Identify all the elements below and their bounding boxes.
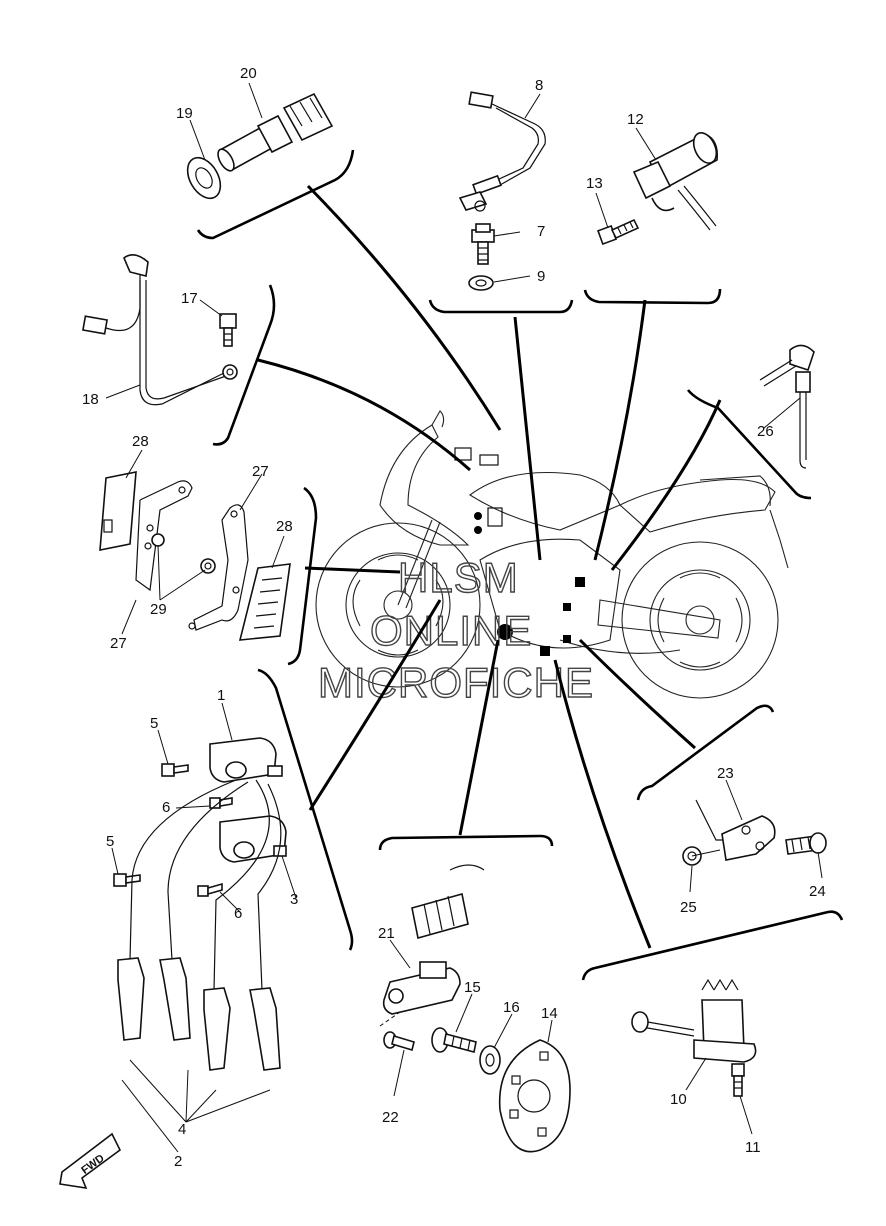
callout-13: 13 (586, 175, 603, 192)
part-coil-3 (219, 815, 287, 863)
part-bolt-11 (731, 1063, 745, 1097)
part-sensor-26 (759, 344, 815, 469)
watermark-line3: MICROFICHE (318, 659, 594, 706)
leader-lines (105, 82, 823, 1153)
part-plug-leads-2-4 (117, 779, 282, 1071)
part-pickup-21 (382, 864, 485, 1015)
callout-26: 26 (757, 423, 774, 440)
callout-22: 22 (382, 1109, 399, 1126)
callout-19: 19 (176, 105, 193, 122)
callout-4: 4 (178, 1121, 186, 1138)
watermark-line2: ONLINE (370, 607, 532, 654)
callout-27-bottom: 27 (110, 635, 127, 652)
motorcycle-outline (315, 410, 789, 699)
callout-15: 15 (464, 979, 481, 996)
callout-23: 23 (717, 765, 734, 782)
callout-14: 14 (541, 1005, 558, 1022)
callout-1: 1 (217, 687, 225, 704)
callout-27-top: 27 (252, 463, 269, 480)
callout-16: 16 (503, 999, 520, 1016)
callout-20: 20 (240, 65, 257, 82)
callout-labels: 20 19 8 7 9 12 13 17 18 26 28 27 28 29 2… (82, 65, 826, 1170)
callout-5-bottom: 5 (106, 833, 114, 850)
watermark-line1: HLSM (398, 554, 519, 601)
callout-25: 25 (680, 899, 697, 916)
callout-9: 9 (537, 268, 545, 285)
callout-18: 18 (82, 391, 99, 408)
callout-28-left: 28 (132, 433, 149, 450)
callout-lines (257, 184, 722, 949)
part-rotor-14 (498, 1039, 571, 1153)
callout-7: 7 (537, 223, 545, 240)
part-sensor-23 (695, 799, 776, 861)
part-sensor-10 (631, 978, 757, 1063)
callout-2: 2 (174, 1153, 182, 1170)
part-screw-22 (379, 1011, 415, 1052)
part-reflector-28-right (238, 563, 291, 641)
callout-11: 11 (745, 1139, 761, 1156)
part-coil-1 (209, 737, 283, 783)
part-washer-9 (468, 275, 494, 291)
callout-21: 21 (378, 925, 395, 942)
part-lead-wire-8 (458, 91, 546, 212)
part-bolt-15 (431, 1027, 477, 1053)
callout-6-bottom: 6 (234, 905, 242, 922)
watermark: HLSM ONLINE MICROFICHE (317, 553, 594, 706)
part-bolt-13 (597, 218, 640, 245)
callout-6-top: 6 (162, 799, 170, 816)
callout-5-top: 5 (150, 715, 158, 732)
group-brackets (196, 149, 844, 981)
part-sensor-12 (632, 132, 719, 231)
callout-24: 24 (809, 883, 826, 900)
part-washer-16 (479, 1045, 501, 1075)
part-bracket-27-left (135, 480, 193, 592)
part-switch-7 (471, 223, 495, 265)
part-sensor-20 (186, 92, 334, 200)
forward-arrow-icon: FWD (59, 1132, 122, 1190)
part-nut-29 (151, 533, 216, 574)
part-bolt-24 (785, 832, 827, 855)
callout-10: 10 (670, 1091, 687, 1108)
callout-29: 29 (150, 601, 167, 618)
callout-12: 12 (627, 111, 644, 128)
part-lead-18 (82, 254, 238, 406)
callout-8: 8 (535, 77, 543, 94)
callout-28-right: 28 (276, 518, 293, 535)
part-bracket-27-right (188, 504, 249, 631)
part-bolts-5-6 (113, 763, 233, 897)
callout-3: 3 (290, 891, 298, 908)
part-bolt-17 (219, 313, 237, 347)
part-reflector-28-left (99, 471, 137, 551)
callout-17: 17 (181, 290, 198, 307)
